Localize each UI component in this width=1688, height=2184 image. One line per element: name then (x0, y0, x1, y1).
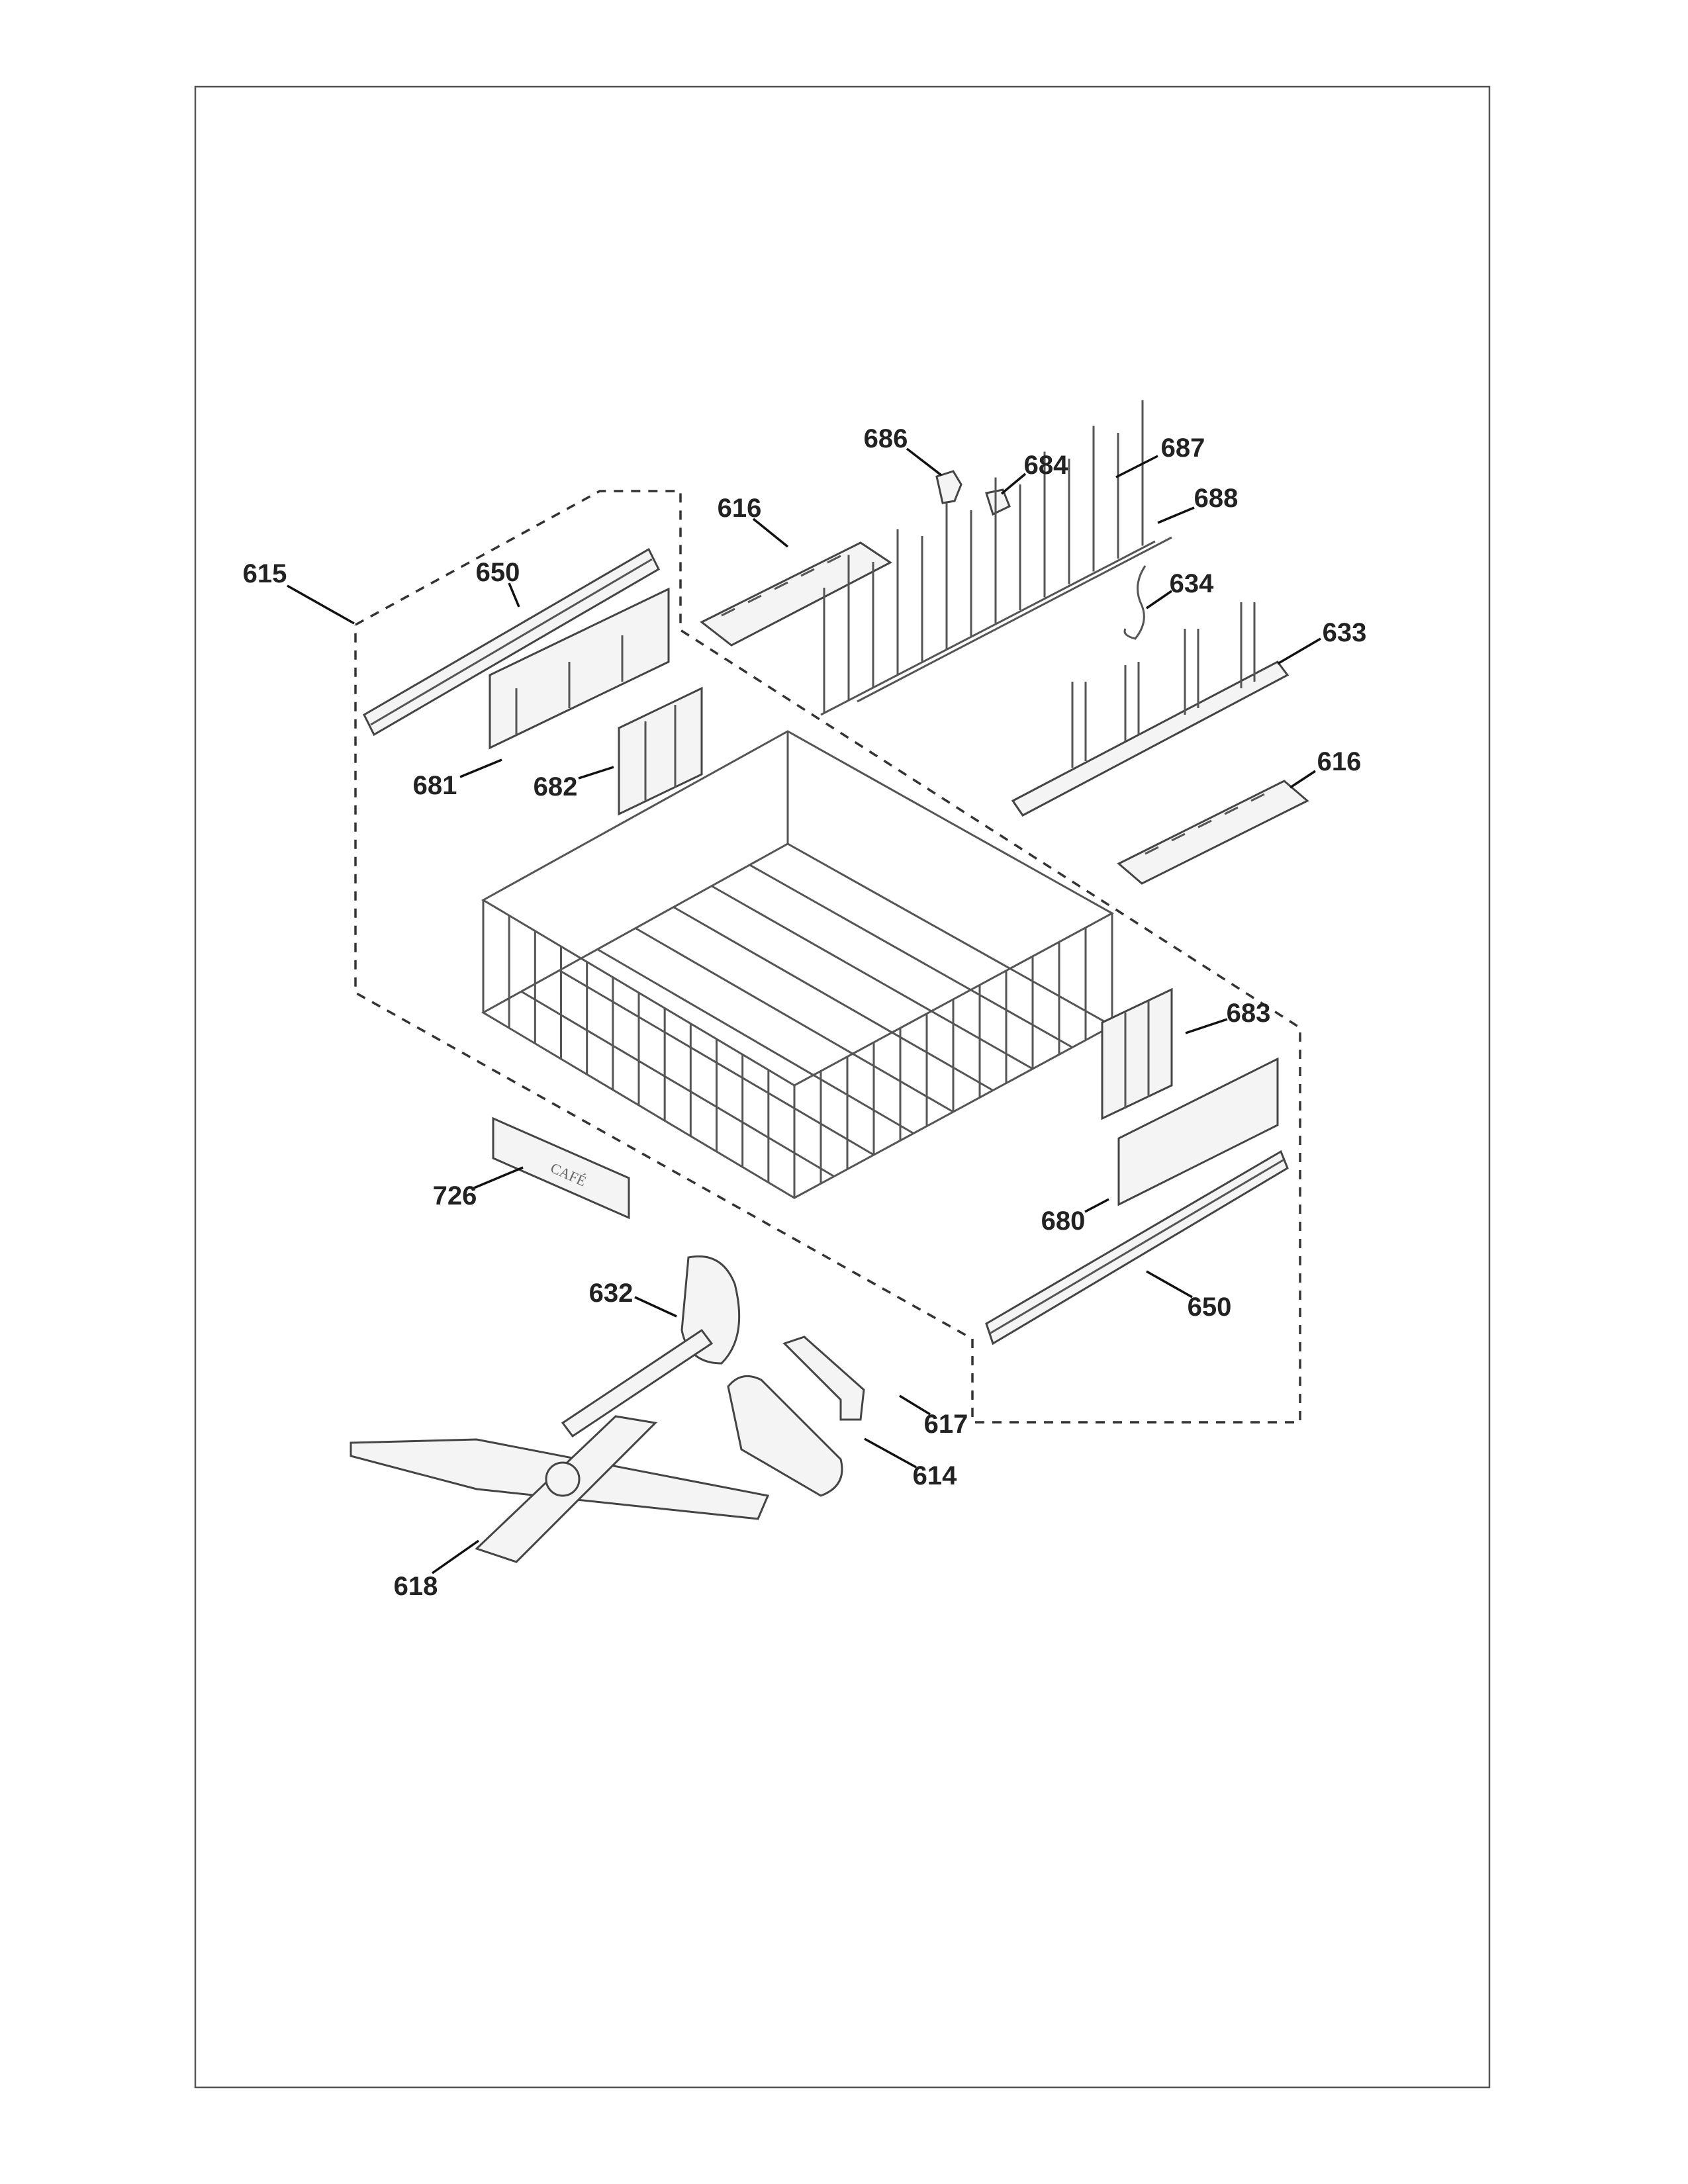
callout-688: 688 (1194, 484, 1239, 513)
rail-650-lower (985, 1150, 1289, 1345)
spray-conduit-632 (561, 1255, 741, 1438)
callout-614: 614 (913, 1461, 957, 1490)
callout-650-upper: 650 (476, 558, 520, 587)
upper-rack-basket (481, 730, 1115, 1199)
callout-616-upper: 616 (718, 494, 762, 523)
wire (520, 990, 835, 1177)
adjuster-682 (618, 686, 703, 816)
rack-stop-680 (1117, 1057, 1279, 1206)
wire (820, 540, 1156, 716)
assembly-outline-615 (354, 490, 1301, 1424)
callout-618: 618 (394, 1572, 438, 1601)
tine-rack-687-688 (820, 400, 1172, 716)
callout-615: 615 (243, 559, 287, 588)
adjuster-683 (1101, 987, 1173, 1120)
callout-687: 687 (1161, 433, 1205, 463)
callout-681: 681 (413, 771, 457, 800)
callout-684: 684 (1024, 451, 1068, 480)
spray-manifold-633 (1011, 602, 1289, 817)
wire (673, 906, 994, 1091)
wire (749, 864, 1073, 1048)
hose-617 (782, 1336, 865, 1421)
callout-labels: 686 684 687 688 616 615 650 634 633 616 … (243, 424, 1367, 1601)
callout-726: 726 (433, 1181, 477, 1210)
tine-row-616-lower (1117, 780, 1309, 885)
housing-614 (727, 1375, 843, 1497)
callout-680: 680 (1041, 1206, 1086, 1236)
callout-633: 633 (1323, 618, 1367, 647)
callout-632: 632 (589, 1279, 633, 1308)
rack-stop-681 (489, 587, 670, 750)
clip-684 (985, 488, 1011, 516)
callout-616-lower: 616 (1317, 747, 1362, 776)
tine-row-616-upper (700, 541, 892, 647)
leader-lines (287, 447, 1321, 1574)
wire (857, 536, 1172, 703)
clip-634 (1123, 565, 1147, 640)
callout-682: 682 (534, 772, 578, 801)
cafe-badge-726: CAFÉ (492, 1116, 630, 1220)
callout-617: 617 (924, 1410, 968, 1439)
wire (635, 927, 954, 1113)
page-border (194, 85, 1491, 2089)
wire (559, 969, 874, 1156)
callout-634: 634 (1170, 569, 1214, 598)
wire (596, 948, 914, 1134)
callout-686: 686 (864, 424, 908, 453)
rail-650-upper (363, 547, 660, 737)
callout-683: 683 (1227, 999, 1271, 1028)
wire (711, 885, 1033, 1070)
clip-686 (935, 470, 962, 504)
spray-arm-618 (350, 1415, 770, 1563)
callout-650-lower: 650 (1188, 1293, 1232, 1322)
